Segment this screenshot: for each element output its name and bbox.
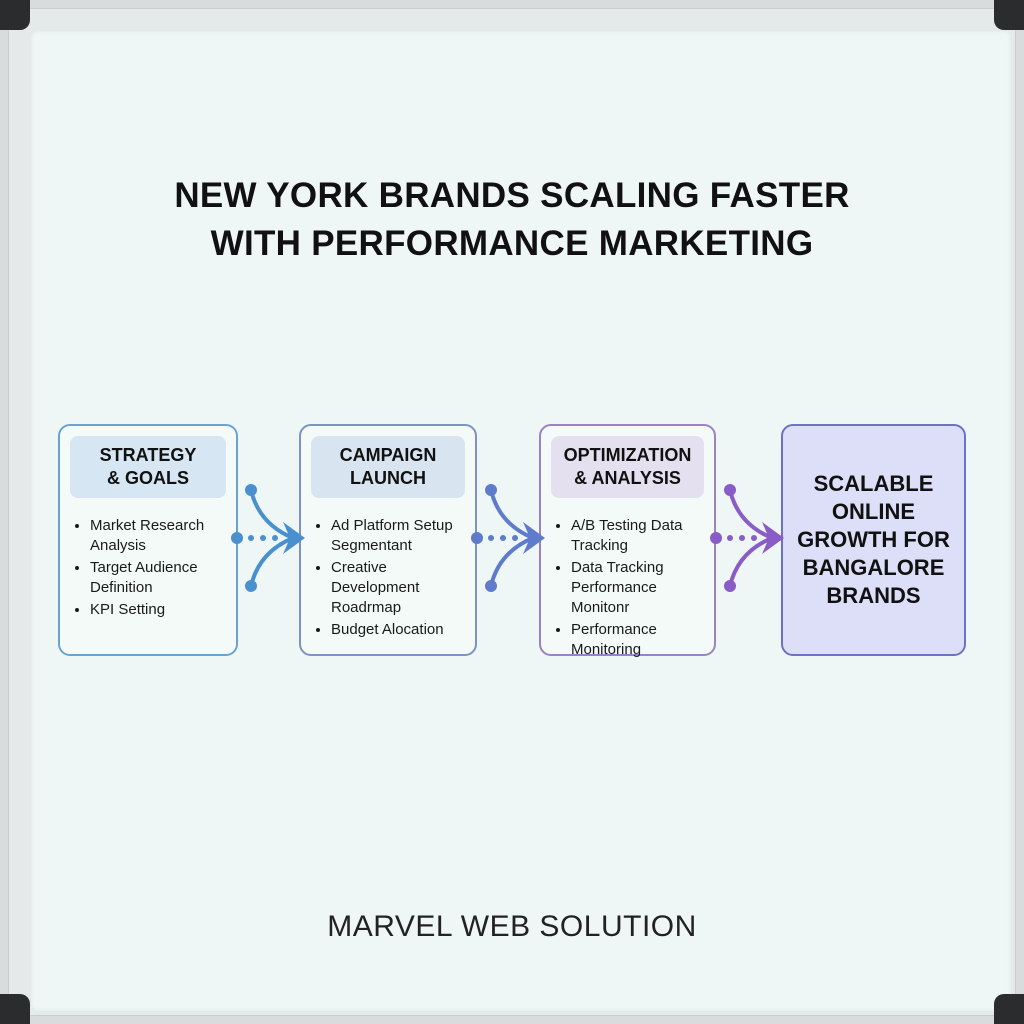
stage-items: Market Research AnalysisTarget Audience … <box>74 516 232 622</box>
connector-dot <box>485 484 497 496</box>
list-item: Ad Platform Setup Segmentant <box>331 516 471 556</box>
page-title: NEW YORK BRANDS SCALING FASTER WITH PERF… <box>0 172 1024 268</box>
connector-dot <box>231 532 243 544</box>
stage-heading: OPTIMIZATION & ANALYSIS <box>551 436 704 498</box>
arrow-head-icon <box>762 522 784 554</box>
outcome-line: BRANDS <box>826 583 921 608</box>
connector-dot <box>248 535 254 541</box>
connector-dot <box>260 535 266 541</box>
stage-heading: STRATEGY & GOALS <box>70 436 226 498</box>
list-item: A/B Testing Data Tracking <box>571 516 710 556</box>
arrow-head-icon <box>523 522 545 554</box>
connector-dot <box>471 532 483 544</box>
connector-dot <box>500 535 506 541</box>
curved-connector <box>249 536 294 587</box>
connector-dot <box>710 532 722 544</box>
connector-dot <box>245 484 257 496</box>
stage-heading: CAMPAIGN LAUNCH <box>311 436 465 498</box>
frame-corner <box>0 994 30 1024</box>
connector-dot <box>272 535 278 541</box>
connector-dot <box>739 535 745 541</box>
heading-line: OPTIMIZATION <box>563 445 692 465</box>
curved-connector <box>489 536 534 587</box>
heading-line: STRATEGY <box>99 445 197 465</box>
connector-dot <box>751 535 757 541</box>
connector-dot <box>485 580 497 592</box>
frame-corner <box>994 0 1024 30</box>
curved-connector <box>728 489 773 540</box>
frame-corner <box>994 994 1024 1024</box>
connector-dot <box>724 580 736 592</box>
heading-line: & ANALYSIS <box>574 468 681 488</box>
connector-dot <box>727 535 733 541</box>
connector-dot <box>724 484 736 496</box>
connector-dot <box>245 580 257 592</box>
outcome-line: ONLINE <box>831 499 916 524</box>
heading-line: LAUNCH <box>349 468 426 488</box>
stage-items: A/B Testing Data TrackingData Tracking P… <box>555 516 710 662</box>
connector-dot <box>488 535 494 541</box>
curved-connector <box>249 489 294 540</box>
title-line: NEW YORK BRANDS SCALING FASTER <box>174 176 850 215</box>
heading-line: & GOALS <box>106 468 189 488</box>
list-item: Creative Development Roadrmap <box>331 558 471 618</box>
arrow-head-icon <box>283 522 305 554</box>
list-item: Data Tracking Performance Monitonr <box>571 558 710 618</box>
outcome-line: GROWTH FOR <box>797 527 950 552</box>
list-item: Budget Alocation <box>331 620 471 640</box>
list-item: Performance Monitoring <box>571 620 710 660</box>
stage-items: Ad Platform Setup SegmentantCreative Dev… <box>315 516 471 642</box>
outcome-line: BANGALORE <box>802 555 945 580</box>
frame-corner <box>0 0 30 30</box>
connector-dot <box>512 535 518 541</box>
title-line: WITH PERFORMANCE MARKETING <box>210 224 814 263</box>
heading-line: CAMPAIGN <box>339 445 437 465</box>
list-item: KPI Setting <box>90 600 232 620</box>
footer-brand: MARVEL WEB SOLUTION <box>327 910 697 943</box>
outcome-box: SCALABLE ONLINE GROWTH FOR BANGALORE BRA… <box>781 424 966 656</box>
stage-box: OPTIMIZATION & ANALYSIS A/B Testing Data T… <box>539 424 716 658</box>
outcome-line: SCALABLE <box>813 471 934 496</box>
list-item: Market Research Analysis <box>90 516 232 556</box>
curved-connector <box>489 489 534 540</box>
curved-connector <box>728 536 773 587</box>
list-item: Target Audience Definition <box>90 558 232 598</box>
stage-box: CAMPAIGN LAUNCH Ad Platform Setup Segmenta… <box>299 424 477 656</box>
